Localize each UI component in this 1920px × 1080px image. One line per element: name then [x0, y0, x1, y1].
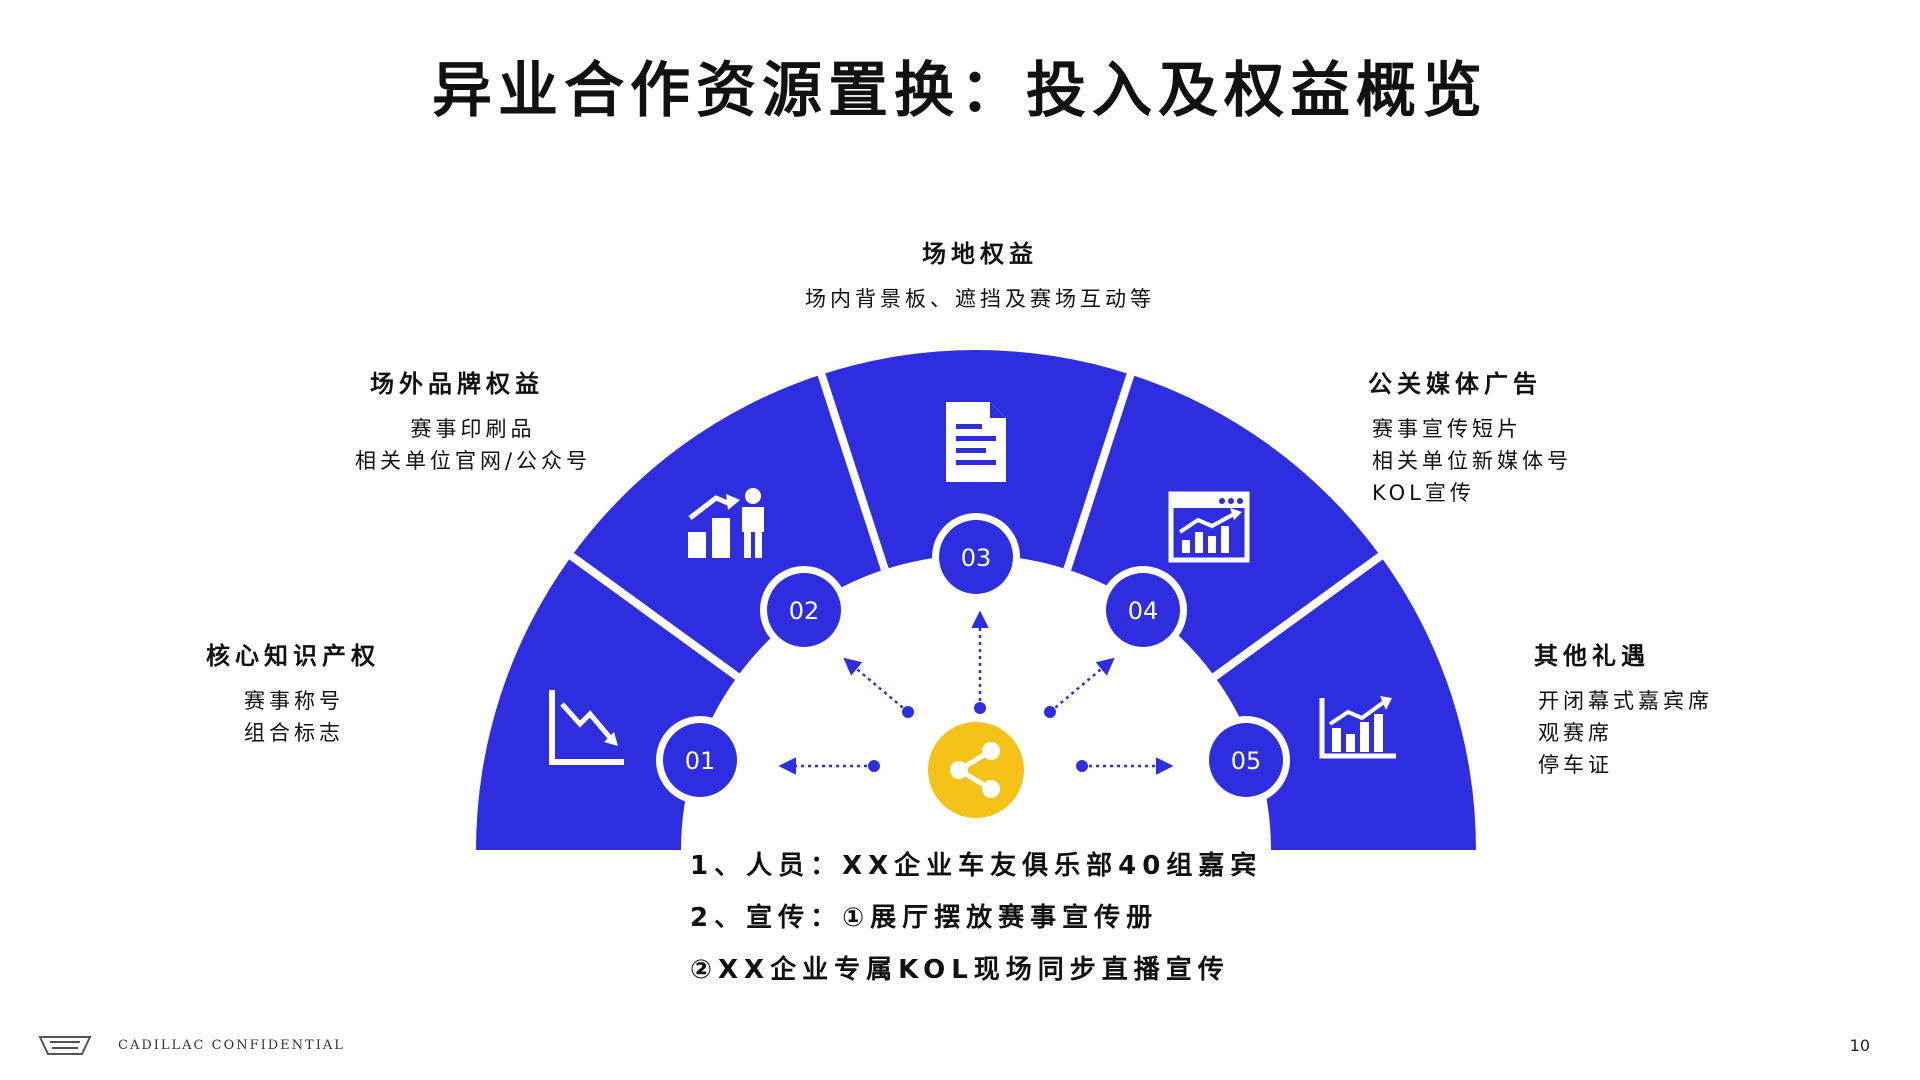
- web-analytics-icon: [1168, 491, 1250, 563]
- segment-desc-01: 赛事称号 组合标志: [244, 685, 380, 749]
- segment-desc-line: 相关单位官网/公众号: [354, 449, 592, 473]
- number-badge-05: 05: [1202, 716, 1290, 804]
- segment-desc-line: 观赛席: [1538, 721, 1613, 745]
- connector-dots: [868, 702, 1088, 772]
- investment-summary: 1、人员：XX企业车友俱乐部40组嘉宾 2、宣传：①展厅摆放赛事宣传册 ②XX企…: [690, 840, 1262, 996]
- number-badge-01: 01: [656, 716, 744, 804]
- segment-label-05: 其他礼遇 开闭幕式嘉宾席 观赛席 停车证: [1534, 636, 1713, 781]
- segment-desc-line: 开闭幕式嘉宾席: [1538, 689, 1713, 713]
- segment-desc-line: 赛事称号: [244, 689, 344, 713]
- segment-title-05: 其他礼遇: [1534, 642, 1650, 670]
- number-badge-04-text: 04: [1128, 597, 1159, 625]
- summary-line: ②XX企业专属KOL现场同步直播宣传: [690, 955, 1230, 985]
- segment-desc-line: KOL宣传: [1372, 481, 1475, 505]
- segment-desc-line: 停车证: [1538, 753, 1613, 777]
- segment-desc-line: 相关单位新媒体号: [1372, 449, 1572, 473]
- segment-label-01: 核心知识产权 赛事称号 组合标志: [206, 636, 380, 749]
- number-badge-01-text: 01: [685, 747, 716, 775]
- segment-desc-05: 开闭幕式嘉宾席 观赛席 停车证: [1538, 685, 1713, 781]
- number-badge-02-text: 02: [789, 597, 820, 625]
- segment-dividers: [569, 373, 1383, 680]
- segment-desc-line: 赛事宣传短片: [1372, 417, 1522, 441]
- connector-arrows: [778, 610, 1174, 775]
- chart-down-icon: [549, 690, 624, 765]
- bar-chart-up-icon: [1319, 696, 1396, 759]
- number-badge-02: 02: [760, 566, 848, 654]
- number-badge-03: 03: [932, 513, 1020, 601]
- segment-title-04: 公关媒体广告: [1368, 370, 1542, 398]
- segment-label-02: 场外品牌权益 赛事印刷品 相关单位官网/公众号: [355, 364, 618, 477]
- segment-label-03: 场地权益 场内背景板、遮挡及赛场互动等: [780, 234, 1180, 315]
- confidential-label: CADILLAC CONFIDENTIAL: [118, 1038, 345, 1053]
- growth-person-icon: [688, 488, 764, 558]
- cadillac-logo-icon: [38, 1036, 92, 1055]
- segment-desc-line: 场内背景板、遮挡及赛场互动等: [805, 287, 1155, 311]
- segment-label-04: 公关媒体广告 赛事宣传短片 相关单位新媒体号 KOL宣传: [1368, 364, 1572, 509]
- segment-title-02: 场外品牌权益: [370, 370, 544, 398]
- segment-desc-line: 赛事印刷品: [410, 417, 536, 441]
- segment-title-01: 核心知识产权: [206, 642, 380, 670]
- number-badge-05-text: 05: [1231, 747, 1262, 775]
- document-icon: [946, 402, 1006, 482]
- segment-desc-line: 组合标志: [244, 721, 344, 745]
- page-title: 异业合作资源置换：投入及权益概览: [432, 56, 1488, 126]
- segment-desc-03: 场内背景板、遮挡及赛场互动等: [780, 283, 1180, 315]
- segment-title-03: 场地权益: [922, 240, 1038, 268]
- page-number: 10: [1849, 1036, 1870, 1055]
- share-hub-icon: [928, 722, 1024, 818]
- segment-desc-04: 赛事宣传短片 相关单位新媒体号 KOL宣传: [1372, 413, 1572, 509]
- segment-desc-02: 赛事印刷品 相关单位官网/公众号: [328, 413, 618, 477]
- summary-line: 1、人员：XX企业车友俱乐部40组嘉宾: [690, 851, 1263, 881]
- number-badge-03-text: 03: [961, 544, 992, 572]
- number-badge-04: 04: [1099, 566, 1187, 654]
- summary-line: 2、宣传：①展厅摆放赛事宣传册: [690, 903, 1159, 933]
